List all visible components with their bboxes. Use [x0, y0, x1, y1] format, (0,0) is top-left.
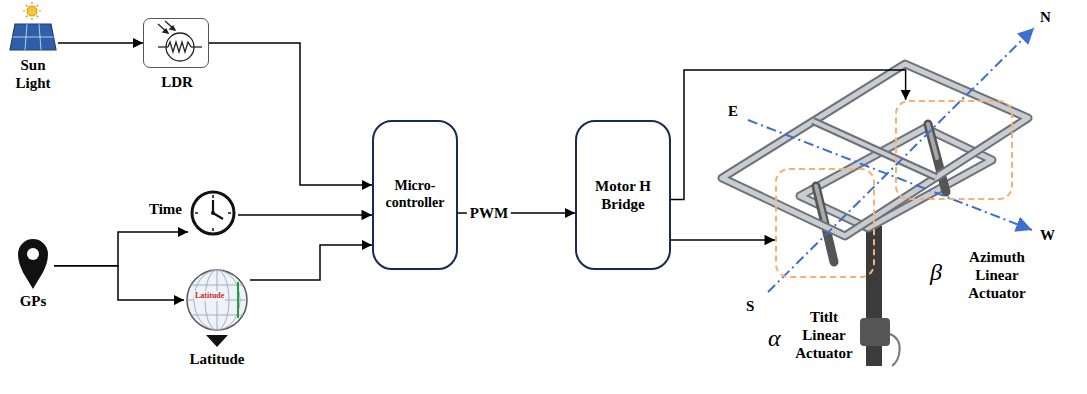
process-box: Motor H Bridge: [575, 120, 671, 270]
signal-arrow: [238, 214, 372, 216]
node-label: Azimuth Linear Actuator: [963, 248, 1031, 302]
signal-arrow: [54, 232, 188, 266]
gps-node: GPs: [12, 236, 54, 290]
angle-symbol: α: [768, 324, 781, 353]
signal-arrow: [58, 42, 143, 44]
latitude-node: Latitude: [184, 264, 250, 348]
node-label: Latitude: [177, 350, 257, 368]
compass-label: S: [746, 297, 754, 315]
compass-label: N: [1040, 8, 1051, 26]
node-label: Sun Light: [10, 56, 56, 92]
signal-arrow: [250, 245, 372, 280]
east-west-axis: [748, 120, 1032, 230]
signal-arrow: [209, 43, 372, 185]
compass-label: W: [1040, 226, 1055, 244]
ldr-symbol: [158, 21, 202, 61]
actuator-region: Azimuth Linear Actuator: [895, 100, 1013, 200]
clock-icon: [192, 192, 234, 234]
node-label: GPs: [8, 292, 58, 310]
node-label: Micro- controller: [380, 178, 450, 212]
compass-label: E: [728, 102, 738, 120]
globe-icon: [187, 270, 247, 347]
sun-panel-icon: [10, 2, 56, 50]
actuator-region: Titlt Linear Actuator: [775, 168, 875, 278]
signal-arrow: [671, 70, 906, 200]
globe-caption: Latitude: [194, 291, 225, 301]
node-label: LDR: [147, 73, 207, 91]
angle-symbol: β: [930, 258, 942, 287]
node-label: Motor H Bridge: [583, 177, 663, 213]
time-node: Time: [188, 188, 238, 238]
node-label: Titlt Linear Actuator: [790, 308, 858, 362]
gps-pin-icon: [18, 239, 48, 289]
process-box: Micro- controller: [372, 120, 458, 270]
node-label: Time: [126, 200, 182, 218]
signal-arrow: [54, 266, 184, 300]
signal-arrow: [671, 239, 775, 241]
signal-label: PWM: [467, 204, 511, 222]
ldr-box: LDR: [143, 18, 209, 68]
sun-light-node: Sun Light: [8, 4, 58, 54]
solar-tracker-frame: [722, 64, 1028, 366]
